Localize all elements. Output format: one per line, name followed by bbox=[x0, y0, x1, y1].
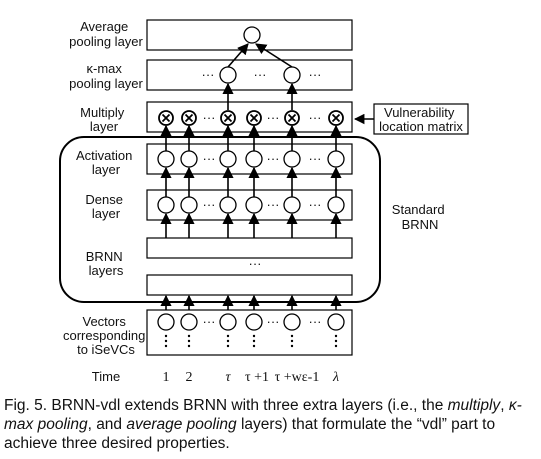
vector-vdots-1 bbox=[290, 339, 294, 343]
kmax-node bbox=[219, 66, 237, 84]
caption-text-3: , and bbox=[87, 416, 127, 433]
standard-brnn-group bbox=[59, 136, 381, 303]
vector-vdots-1 bbox=[226, 339, 230, 343]
average-node bbox=[243, 26, 261, 44]
dense-label: Dense layer bbox=[85, 192, 126, 221]
caption-text-4: layers) that formulate the “vdl” part to… bbox=[4, 416, 496, 452]
activation-node bbox=[180, 150, 198, 168]
activation-node bbox=[327, 150, 345, 168]
dense-node bbox=[157, 196, 175, 214]
brnn-ellipsis: ··· bbox=[249, 256, 262, 271]
vectors-label: Vectors corresponding to iSeVCs bbox=[63, 314, 149, 357]
kmax-pooling-label: κ-max pooling layer bbox=[69, 61, 143, 91]
time-tick-1: 1 bbox=[163, 370, 170, 385]
dense-ellipsis: ··· bbox=[267, 197, 280, 212]
time-tick-tau-plus-w: τ +wε-1 bbox=[275, 370, 320, 385]
multiply-ellipsis: ··· bbox=[267, 110, 280, 125]
kmax-ellipsis: ··· bbox=[309, 67, 322, 82]
activation-node bbox=[219, 150, 237, 168]
dense-node bbox=[219, 196, 237, 214]
activation-ellipsis: ··· bbox=[309, 151, 322, 166]
figure-caption: Fig. 5. BRNN-vdl extends BRNN with three… bbox=[4, 396, 537, 453]
vectors-ellipsis: ··· bbox=[309, 314, 322, 329]
dense-ellipsis: ··· bbox=[203, 197, 216, 212]
activation-ellipsis: ··· bbox=[203, 151, 216, 166]
activation-ellipsis: ··· bbox=[267, 151, 280, 166]
vectors-ellipsis: ··· bbox=[203, 314, 216, 329]
standard-brnn-label: Standard BRNN bbox=[392, 202, 448, 232]
multiply-node-cross bbox=[184, 113, 194, 123]
caption-text-1: Fig. 5. BRNN-vdl extends BRNN with three… bbox=[4, 397, 448, 414]
vector-vdots-0 bbox=[334, 334, 338, 338]
dense-node bbox=[283, 196, 301, 214]
activation-node bbox=[283, 150, 301, 168]
vector-vdots-2 bbox=[226, 344, 230, 348]
vector-node bbox=[327, 313, 345, 331]
multiply-label: Multiply layer bbox=[80, 105, 128, 134]
caption-kmax: κ-max pooling bbox=[4, 397, 522, 433]
time-tick-2: 2 bbox=[186, 370, 193, 385]
vector-vdots-1 bbox=[164, 339, 168, 343]
kmax-pooling-box bbox=[146, 59, 353, 91]
time-tick-tau: τ bbox=[225, 370, 231, 385]
vector-vdots-2 bbox=[252, 344, 256, 348]
brnn-vdl-diagram: Average pooling layer κ-max pooling laye… bbox=[59, 19, 469, 385]
multiply-ellipsis: ··· bbox=[203, 110, 216, 125]
brnn-box-top bbox=[146, 237, 353, 259]
kmax-node bbox=[283, 66, 301, 84]
vector-node bbox=[157, 313, 175, 331]
vector-vdots-0 bbox=[252, 334, 256, 338]
vector-vdots-1 bbox=[334, 339, 338, 343]
vulnerability-matrix-label: Vulnerability location matrix bbox=[379, 105, 463, 134]
dense-node bbox=[180, 196, 198, 214]
caption-average: average pooling bbox=[126, 416, 237, 433]
vector-node bbox=[180, 313, 198, 331]
vector-vdots-1 bbox=[252, 339, 256, 343]
kmax-ellipsis: ··· bbox=[202, 67, 215, 82]
caption-text-2: , bbox=[500, 397, 509, 414]
kmax-ellipsis: ··· bbox=[254, 67, 267, 82]
multiply-node-cross bbox=[249, 113, 259, 123]
vector-vdots-2 bbox=[334, 344, 338, 348]
caption-multiply: multiply bbox=[447, 397, 501, 414]
multiply-node-cross bbox=[161, 113, 171, 123]
vector-node bbox=[219, 313, 237, 331]
time-label: Time bbox=[92, 369, 120, 384]
average-pooling-label: Average pooling layer bbox=[69, 19, 143, 49]
multiply-node-cross bbox=[223, 113, 233, 123]
diagram-nodes: ··· ··· ··· ··· ··· ··· ··· ··· ··· ··· ··· ··· ··· ·… bbox=[157, 26, 345, 348]
vector-vdots-0 bbox=[290, 334, 294, 338]
arrow-kmax-average bbox=[255, 43, 293, 68]
vector-vdots-1 bbox=[187, 339, 191, 343]
average-pooling-box bbox=[146, 19, 353, 51]
vector-vdots-0 bbox=[226, 334, 230, 338]
brnn-layers-label: BRNN layers bbox=[86, 249, 126, 278]
arrow-kmax-average bbox=[227, 43, 249, 68]
time-tick-tau-plus-1: τ +1 bbox=[245, 370, 269, 385]
time-tick-lambda: λ bbox=[332, 370, 339, 385]
vector-vdots-2 bbox=[164, 344, 168, 348]
multiply-ellipsis: ··· bbox=[309, 110, 322, 125]
vector-vdots-0 bbox=[164, 334, 168, 338]
dense-node bbox=[327, 196, 345, 214]
activation-label: Activation layer bbox=[76, 148, 136, 177]
activation-node bbox=[245, 150, 263, 168]
vectors-ellipsis: ··· bbox=[267, 314, 280, 329]
dense-ellipsis: ··· bbox=[309, 197, 322, 212]
multiply-node-cross bbox=[331, 113, 341, 123]
vector-node bbox=[245, 313, 263, 331]
vector-vdots-2 bbox=[187, 344, 191, 348]
brnn-box-bottom bbox=[146, 274, 353, 296]
multiply-node-cross bbox=[287, 113, 297, 123]
activation-node bbox=[157, 150, 175, 168]
vector-node bbox=[283, 313, 301, 331]
vector-vdots-2 bbox=[290, 344, 294, 348]
vector-vdots-0 bbox=[187, 334, 191, 338]
dense-node bbox=[245, 196, 263, 214]
